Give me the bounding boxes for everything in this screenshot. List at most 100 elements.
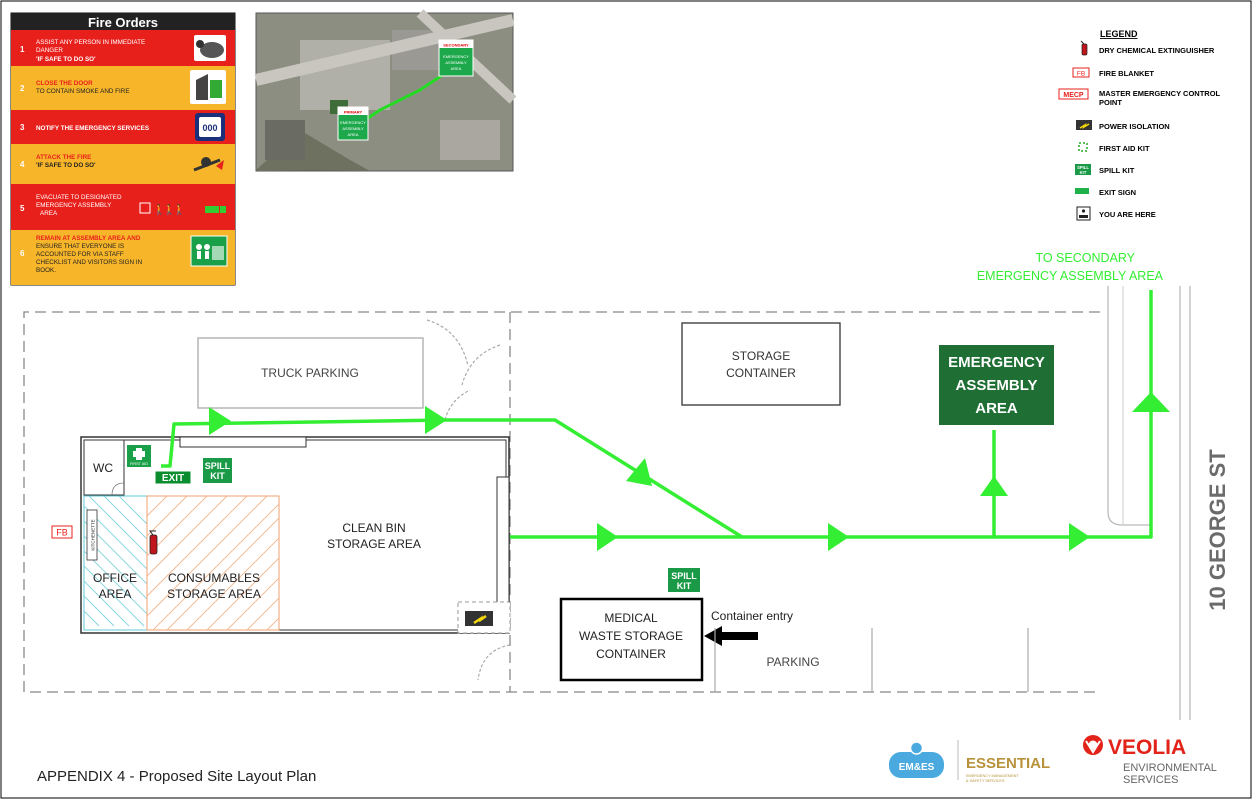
step-6-number: 6 <box>20 249 25 258</box>
wc-door-swing <box>111 482 125 496</box>
assembly-area-label-1: EMERGENCY <box>948 354 1045 371</box>
legend-exit-sign-label: EXIT SIGN <box>1099 188 1136 197</box>
route-arrow-1 <box>209 407 231 435</box>
plan-spill-kit-2: SPILL KIT <box>668 568 700 592</box>
secondary-area-tag-2: EMERGENCY <box>443 54 469 59</box>
step-1-line-3: 'IF SAFE TO DO SO' <box>36 56 96 63</box>
route-arrow-4 <box>597 523 618 551</box>
step-2-line-1: CLOSE THE DOOR <box>36 80 93 87</box>
step-5-line-1: EVACUATE TO DESIGNATED <box>36 194 122 201</box>
truck-parking-label: TRUCK PARKING <box>261 366 359 380</box>
site-boundary <box>23 311 1100 693</box>
step-2-line-2: TO CONTAIN SMOKE AND FIRE <box>36 88 130 95</box>
primary-area-tag-2: EMERGENCY <box>340 120 366 125</box>
kitchenette-label: KITCHENETTE <box>91 519 96 550</box>
plan-extinguisher-icon <box>149 530 158 555</box>
gate-arc-1 <box>426 319 469 367</box>
plan-first-aid-icon: FIRST AID <box>127 445 151 467</box>
plan-power-isolation-icon <box>465 611 493 626</box>
plan-exit-sign: EXIT <box>154 470 192 485</box>
primary-area-tag-4: AREA <box>348 132 359 137</box>
veolia-logo-text: VEOLIA <box>1108 736 1186 759</box>
gate-arc-2 <box>461 344 501 386</box>
appendix-caption: APPENDIX 4 - Proposed Site Layout Plan <box>37 768 316 785</box>
step-1-line-2: DANGER <box>36 47 63 54</box>
legend-mecp-code: MECP <box>1063 92 1084 99</box>
office-label-1: OFFICE <box>93 571 137 585</box>
step-6-line-3: ACCOUNTED FOR VIA STAFF <box>36 251 124 258</box>
route-arrow-8 <box>1132 392 1170 412</box>
route-arrows <box>209 392 1170 551</box>
fire-orders-title: Fire Orders <box>88 15 158 30</box>
container-entry-label: Container entry <box>711 609 793 623</box>
consumables-label-2: STORAGE AREA <box>167 587 261 601</box>
legend-first-aid-label: FIRST AID KIT <box>1099 144 1150 153</box>
step-3-line-1: NOTIFY THE EMERGENCY SERVICES <box>36 125 149 132</box>
step-6-line-5: BOOK. <box>36 267 56 274</box>
step-5-number: 5 <box>20 204 25 213</box>
plan-spill-kit-1: SPILL KIT <box>203 458 232 483</box>
step-5-background <box>11 184 235 230</box>
roller-door <box>496 476 510 622</box>
step-2-number: 2 <box>20 84 25 93</box>
first-aid-caption: FIRST AID <box>130 462 148 466</box>
parking-bays <box>714 628 1029 692</box>
step-4-line-1: ATTACK THE FIRE <box>36 154 91 161</box>
svg-text:KIT: KIT <box>1080 170 1087 175</box>
route-arrow-7 <box>980 476 1008 496</box>
fire-blanket-icon: FB <box>1072 67 1090 78</box>
aerial-photo: PRIMARY EMERGENCY ASSEMBLY AREA SECONDAR… <box>254 9 517 172</box>
spill-kit-1-line-2: KIT <box>210 471 225 481</box>
medical-waste-label-2: WASTE STORAGE <box>579 629 683 643</box>
container-entry-arrow <box>704 626 758 646</box>
assembly-area-label-3: AREA <box>975 400 1018 417</box>
storage-container-label-2: CONTAINER <box>726 366 796 380</box>
wc-room <box>83 439 125 496</box>
spill-kit-2-line-1: SPILL <box>671 571 697 581</box>
route-arrow-6 <box>1069 523 1090 551</box>
primary-area-tag-3: ASSEMBLY <box>342 126 364 131</box>
wc-label: WC <box>93 461 113 475</box>
legend-mecp-label-1: MASTER EMERGENCY CONTROL <box>1099 89 1221 98</box>
step-6-line-4: CHECKLIST AND VISITORS SIGN IN <box>36 259 143 266</box>
wall-bench <box>179 436 307 448</box>
emergency-000-icon: 000 <box>195 113 225 141</box>
consumables-storage-area: CONSUMABLES STORAGE AREA <box>146 495 280 631</box>
veolia-logo-sub-2: SERVICES <box>1123 774 1178 786</box>
secondary-area-tag-1: SECONDARY <box>443 43 469 48</box>
to-secondary-label-2: EMERGENCY ASSEMBLY AREA <box>977 269 1164 283</box>
secondary-area-tag-4: AREA <box>451 66 462 71</box>
svg-text:SPILL: SPILL <box>1077 165 1089 170</box>
fire-blanket-marker: FB <box>51 525 73 539</box>
legend: LEGEND DRY CHEMICAL EXTINGUISHER FB FIRE… <box>1058 29 1221 221</box>
step-5-line-3: AREA <box>40 210 58 217</box>
emes-logo: EM&ES <box>889 741 944 778</box>
step-6-line-1: REMAIN AT ASSEMBLY AREA AND <box>36 235 141 242</box>
legend-power-isolation-label: POWER ISOLATION <box>1099 122 1170 131</box>
clean-bin-label-1: CLEAN BIN <box>342 521 405 535</box>
power-isolation-icon <box>1076 120 1092 130</box>
medical-waste-label-1: MEDICAL <box>604 611 658 625</box>
evacuate-icon: 🚶 🚶 🚶 <box>139 202 226 216</box>
emergency-number: 000 <box>202 123 217 133</box>
storage-container <box>681 322 841 406</box>
exit-sign-icon <box>1075 188 1089 194</box>
legend-mecp-label-2: POINT <box>1099 98 1122 107</box>
mecp-icon: MECP <box>1058 88 1089 100</box>
legend-fire-blanket-label: FIRE BLANKET <box>1099 69 1154 78</box>
route-arrow-5 <box>828 523 849 551</box>
consumables-label-1: CONSUMABLES <box>168 571 260 585</box>
office-label-2: AREA <box>99 587 132 601</box>
step-3-number: 3 <box>20 123 25 132</box>
step-4-number: 4 <box>20 160 25 169</box>
person-in-danger-icon <box>194 35 226 61</box>
site-plan: 10 GEORGE ST TRUCK PARKING STORAGE CONTA… <box>23 251 1230 720</box>
close-door-icon <box>190 70 226 104</box>
fire-blanket-code: FB <box>56 528 68 538</box>
svg-text:🚶: 🚶 <box>173 203 185 216</box>
medical-waste-label-3: CONTAINER <box>596 647 666 661</box>
legend-fb-code: FB <box>1077 71 1085 78</box>
essential-logo-text: ESSENTIAL <box>966 755 1050 772</box>
route-arrow-3 <box>626 458 652 486</box>
